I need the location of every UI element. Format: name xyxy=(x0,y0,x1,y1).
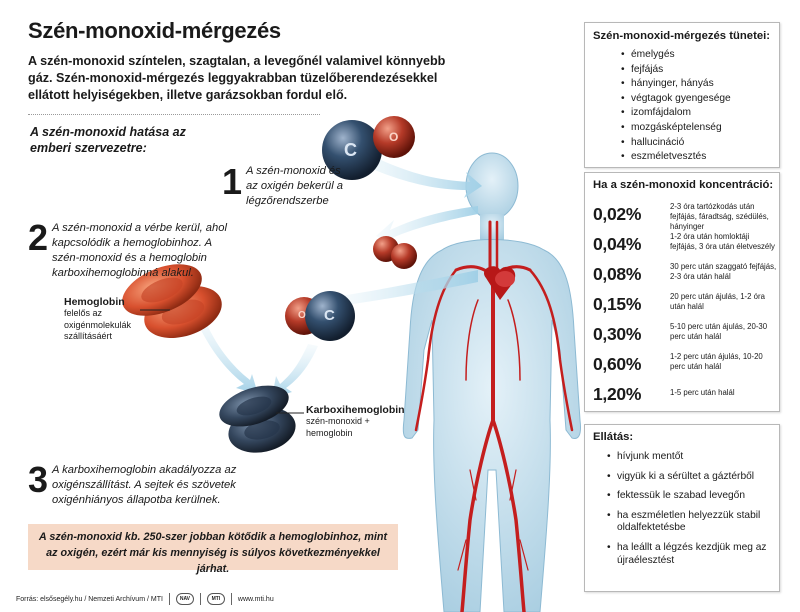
footer-url[interactable]: www.mti.hu xyxy=(237,595,274,603)
concentration-desc: 1-5 perc után halál xyxy=(670,388,735,397)
arrow-to-lungs xyxy=(356,150,482,198)
hemoglobin-label-group: Hemoglobin felelős az oxigénmolekulák sz… xyxy=(64,296,144,343)
step-1-number: 1 xyxy=(222,161,243,202)
list-item: hívjunk mentőt xyxy=(607,451,775,464)
list-item: hányinger, hányás xyxy=(621,77,731,92)
concentration-row: 0,30% 5-10 perc után ájulás, 20-30 perc … xyxy=(591,319,779,349)
list-item: fejfájás xyxy=(621,63,731,78)
arrow-to-blood xyxy=(376,206,478,246)
symptoms-list: émelygés fejfájás hányinger, hányás végt… xyxy=(621,48,731,165)
concentration-desc: 2-3 óra tartózkodás után fejfájás, fárad… xyxy=(670,202,769,231)
concentration-row: 0,15% 20 perc után ájulás, 1-2 óra után … xyxy=(591,289,779,319)
arrow-from-heart xyxy=(340,270,478,306)
concentration-desc: 30 perc után szaggató fejfájás, 2-3 óra … xyxy=(670,262,777,281)
list-item: eszméletvesztés xyxy=(621,150,731,165)
hemoglobin-desc: felelős az oxigénmolekulák szállításáért xyxy=(64,308,132,341)
concentration-row: 0,08% 30 perc után szaggató fejfájás, 2-… xyxy=(591,259,779,289)
carboxyhemoglobin-cells xyxy=(219,385,296,453)
arrow-hemoglobin-down xyxy=(196,318,258,394)
concentration-desc: 1-2 óra után homloktáji fejfájás, 3 óra … xyxy=(670,232,775,251)
hemoglobin-label: Hemoglobin xyxy=(64,296,125,308)
list-item: vigyük ki a sérültet a gáztérből xyxy=(607,471,775,484)
divider xyxy=(28,114,320,115)
concentration-row: 0,02% 2-3 óra tartózkodás után fejfájás,… xyxy=(591,199,779,231)
oxygen-molecule xyxy=(373,236,417,269)
carbon-letter-2: C xyxy=(324,307,335,324)
concentration-value: 0,08% xyxy=(593,264,642,284)
concentration-value: 0,04% xyxy=(593,234,642,254)
concentration-value: 0,30% xyxy=(593,324,642,344)
list-item: ha leállt a légzés kezdjük meg az újraél… xyxy=(607,542,775,567)
list-item: ha eszméletlen helyezzük stabil oldalfek… xyxy=(607,510,775,535)
blood-vessels xyxy=(414,220,574,612)
concentration-value: 1,20% xyxy=(593,384,642,404)
oxygen-letter: O xyxy=(389,130,399,144)
list-item: mozgásképtelenség xyxy=(621,121,731,136)
carboxy-desc: szén-monoxid + hemoglobin xyxy=(306,416,370,438)
step-3-text: A karboxihemoglobin akadályozza az oxigé… xyxy=(52,464,237,506)
footer-logo-1: NAV xyxy=(175,593,194,605)
list-item: végtagok gyengesége xyxy=(621,92,731,107)
carboxy-label: Karboxihemoglobin xyxy=(306,404,405,416)
concentration-row: 0,04% 1-2 óra után homloktáji fejfájás, … xyxy=(591,229,779,259)
symptoms-title: Szén-monoxid-mérgezés tünetei: xyxy=(593,30,771,42)
symptoms-panel: Szén-monoxid-mérgezés tünetei: émelygés … xyxy=(584,22,780,168)
concentration-row: 0,60% 1-2 perc után ájulás, 10-20 perc u… xyxy=(591,349,779,379)
footer: Forrás: elsősegély.hu / Nemzeti Archívum… xyxy=(16,593,274,605)
concentration-desc: 20 perc után ájulás, 1-2 óra után halál xyxy=(670,292,765,311)
carboxy-label-group: Karboxihemoglobin szén-monoxid + hemoglo… xyxy=(306,404,410,439)
footer-source: Forrás: elsősegély.hu / Nemzeti Archívum… xyxy=(16,595,163,603)
concentration-value: 0,60% xyxy=(593,354,642,374)
step-2-text: A szén-monoxid a vérbe kerül, ahol kapcs… xyxy=(52,222,227,279)
co-molecule-medium xyxy=(285,291,355,341)
page-title: Szén-monoxid-mérgezés xyxy=(28,18,281,43)
footer-logo-2: MTI xyxy=(206,593,225,605)
effect-title: A szén-monoxid hatása az emberi szerveze… xyxy=(30,125,186,155)
arrow-molecule-down xyxy=(272,344,318,398)
concentration-row: 1,20% 1-5 perc után halál xyxy=(591,379,779,409)
co-molecule-large xyxy=(322,116,415,180)
oxygen-letter-2: O xyxy=(298,310,306,321)
care-list: hívjunk mentőt vigyük ki a sérültet a gá… xyxy=(607,451,775,574)
step-2-number: 2 xyxy=(28,217,49,258)
concentration-value: 0,15% xyxy=(593,294,642,314)
step-3-number: 3 xyxy=(28,459,49,500)
concentration-desc: 5-10 perc után ájulás, 20-30 perc után h… xyxy=(670,322,768,341)
red-blood-cells xyxy=(122,264,222,338)
concentration-value: 0,02% xyxy=(593,204,642,224)
note-box: A szén-monoxid kb. 250-szer jobban kötőd… xyxy=(28,524,398,575)
step-1-text: A szén-monoxid és az oxigén bekerül a lé… xyxy=(246,165,344,207)
care-panel: Ellátás: hívjunk mentőt vigyük ki a sérü… xyxy=(584,424,780,592)
list-item: izomfájdalom xyxy=(621,106,731,121)
list-item: émelygés xyxy=(621,48,731,63)
list-item: fektessük le szabad levegőn xyxy=(607,490,775,503)
concentration-desc: 1-2 perc után ájulás, 10-20 perc után ha… xyxy=(670,352,763,371)
concentration-title: Ha a szén-monoxid koncentráció: xyxy=(593,179,774,191)
carbon-letter: C xyxy=(344,140,357,160)
concentration-panel: Ha a szén-monoxid koncentráció: 0,02% 2-… xyxy=(584,172,780,412)
care-title: Ellátás: xyxy=(593,431,634,443)
list-item: hallucináció xyxy=(621,136,731,151)
intro-text: A szén-monoxid színtelen, szagtalan, a l… xyxy=(28,54,446,102)
